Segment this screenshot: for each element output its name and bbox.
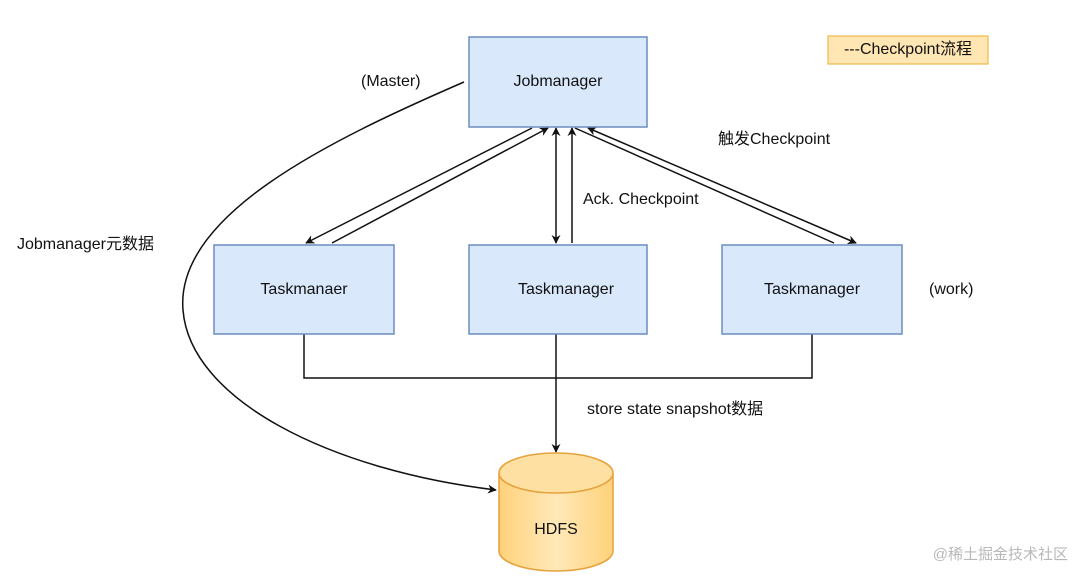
taskmanager-left-box [213, 244, 395, 335]
edge-taskmanager-left-to-jobmanager [331, 127, 549, 244]
node-taskmanager-center: Taskmanager [468, 244, 648, 335]
edge-taskmanagers-bus [303, 334, 813, 379]
jobmanager-box [468, 36, 648, 128]
taskmanager-left-label: Taskmanaer [260, 281, 348, 298]
node-hdfs: HDFS [498, 452, 614, 572]
taskmanager-center-box [468, 244, 648, 335]
jobmanager-metadata-label: Jobmanager元数据 [17, 235, 154, 253]
master-annotation: (Master) [361, 73, 421, 90]
edge-jobmanager-metadata [182, 81, 497, 494]
legend: ---Checkpoint流程 [827, 35, 989, 65]
node-taskmanager-left: Taskmanaer [213, 244, 395, 335]
edge-trigger-checkpoint [587, 127, 857, 244]
hdfs-cylinder-top [498, 452, 614, 494]
legend-box [827, 35, 989, 65]
trigger-checkpoint-label: 触发Checkpoint [718, 130, 831, 148]
taskmanager-right-box [721, 244, 903, 335]
watermark: @稀土掘金技术社区 [933, 546, 1068, 563]
edge-jobmanager-to-taskmanager-left [305, 127, 533, 244]
taskmanager-center-label: Taskmanager [518, 281, 615, 298]
store-state-label: store state snapshot数据 [587, 400, 763, 418]
hdfs-cylinder-body [498, 473, 614, 572]
work-annotation: (work) [929, 281, 973, 298]
ack-checkpoint-label: Ack. Checkpoint [583, 191, 699, 208]
jobmanager-label: Jobmanager [514, 73, 604, 90]
hdfs-label: HDFS [534, 521, 578, 538]
node-jobmanager: Jobmanager [468, 36, 648, 128]
legend-label: ---Checkpoint流程 [844, 40, 972, 58]
taskmanager-right-label: Taskmanager [764, 281, 861, 298]
node-taskmanager-right: Taskmanager [721, 244, 903, 335]
